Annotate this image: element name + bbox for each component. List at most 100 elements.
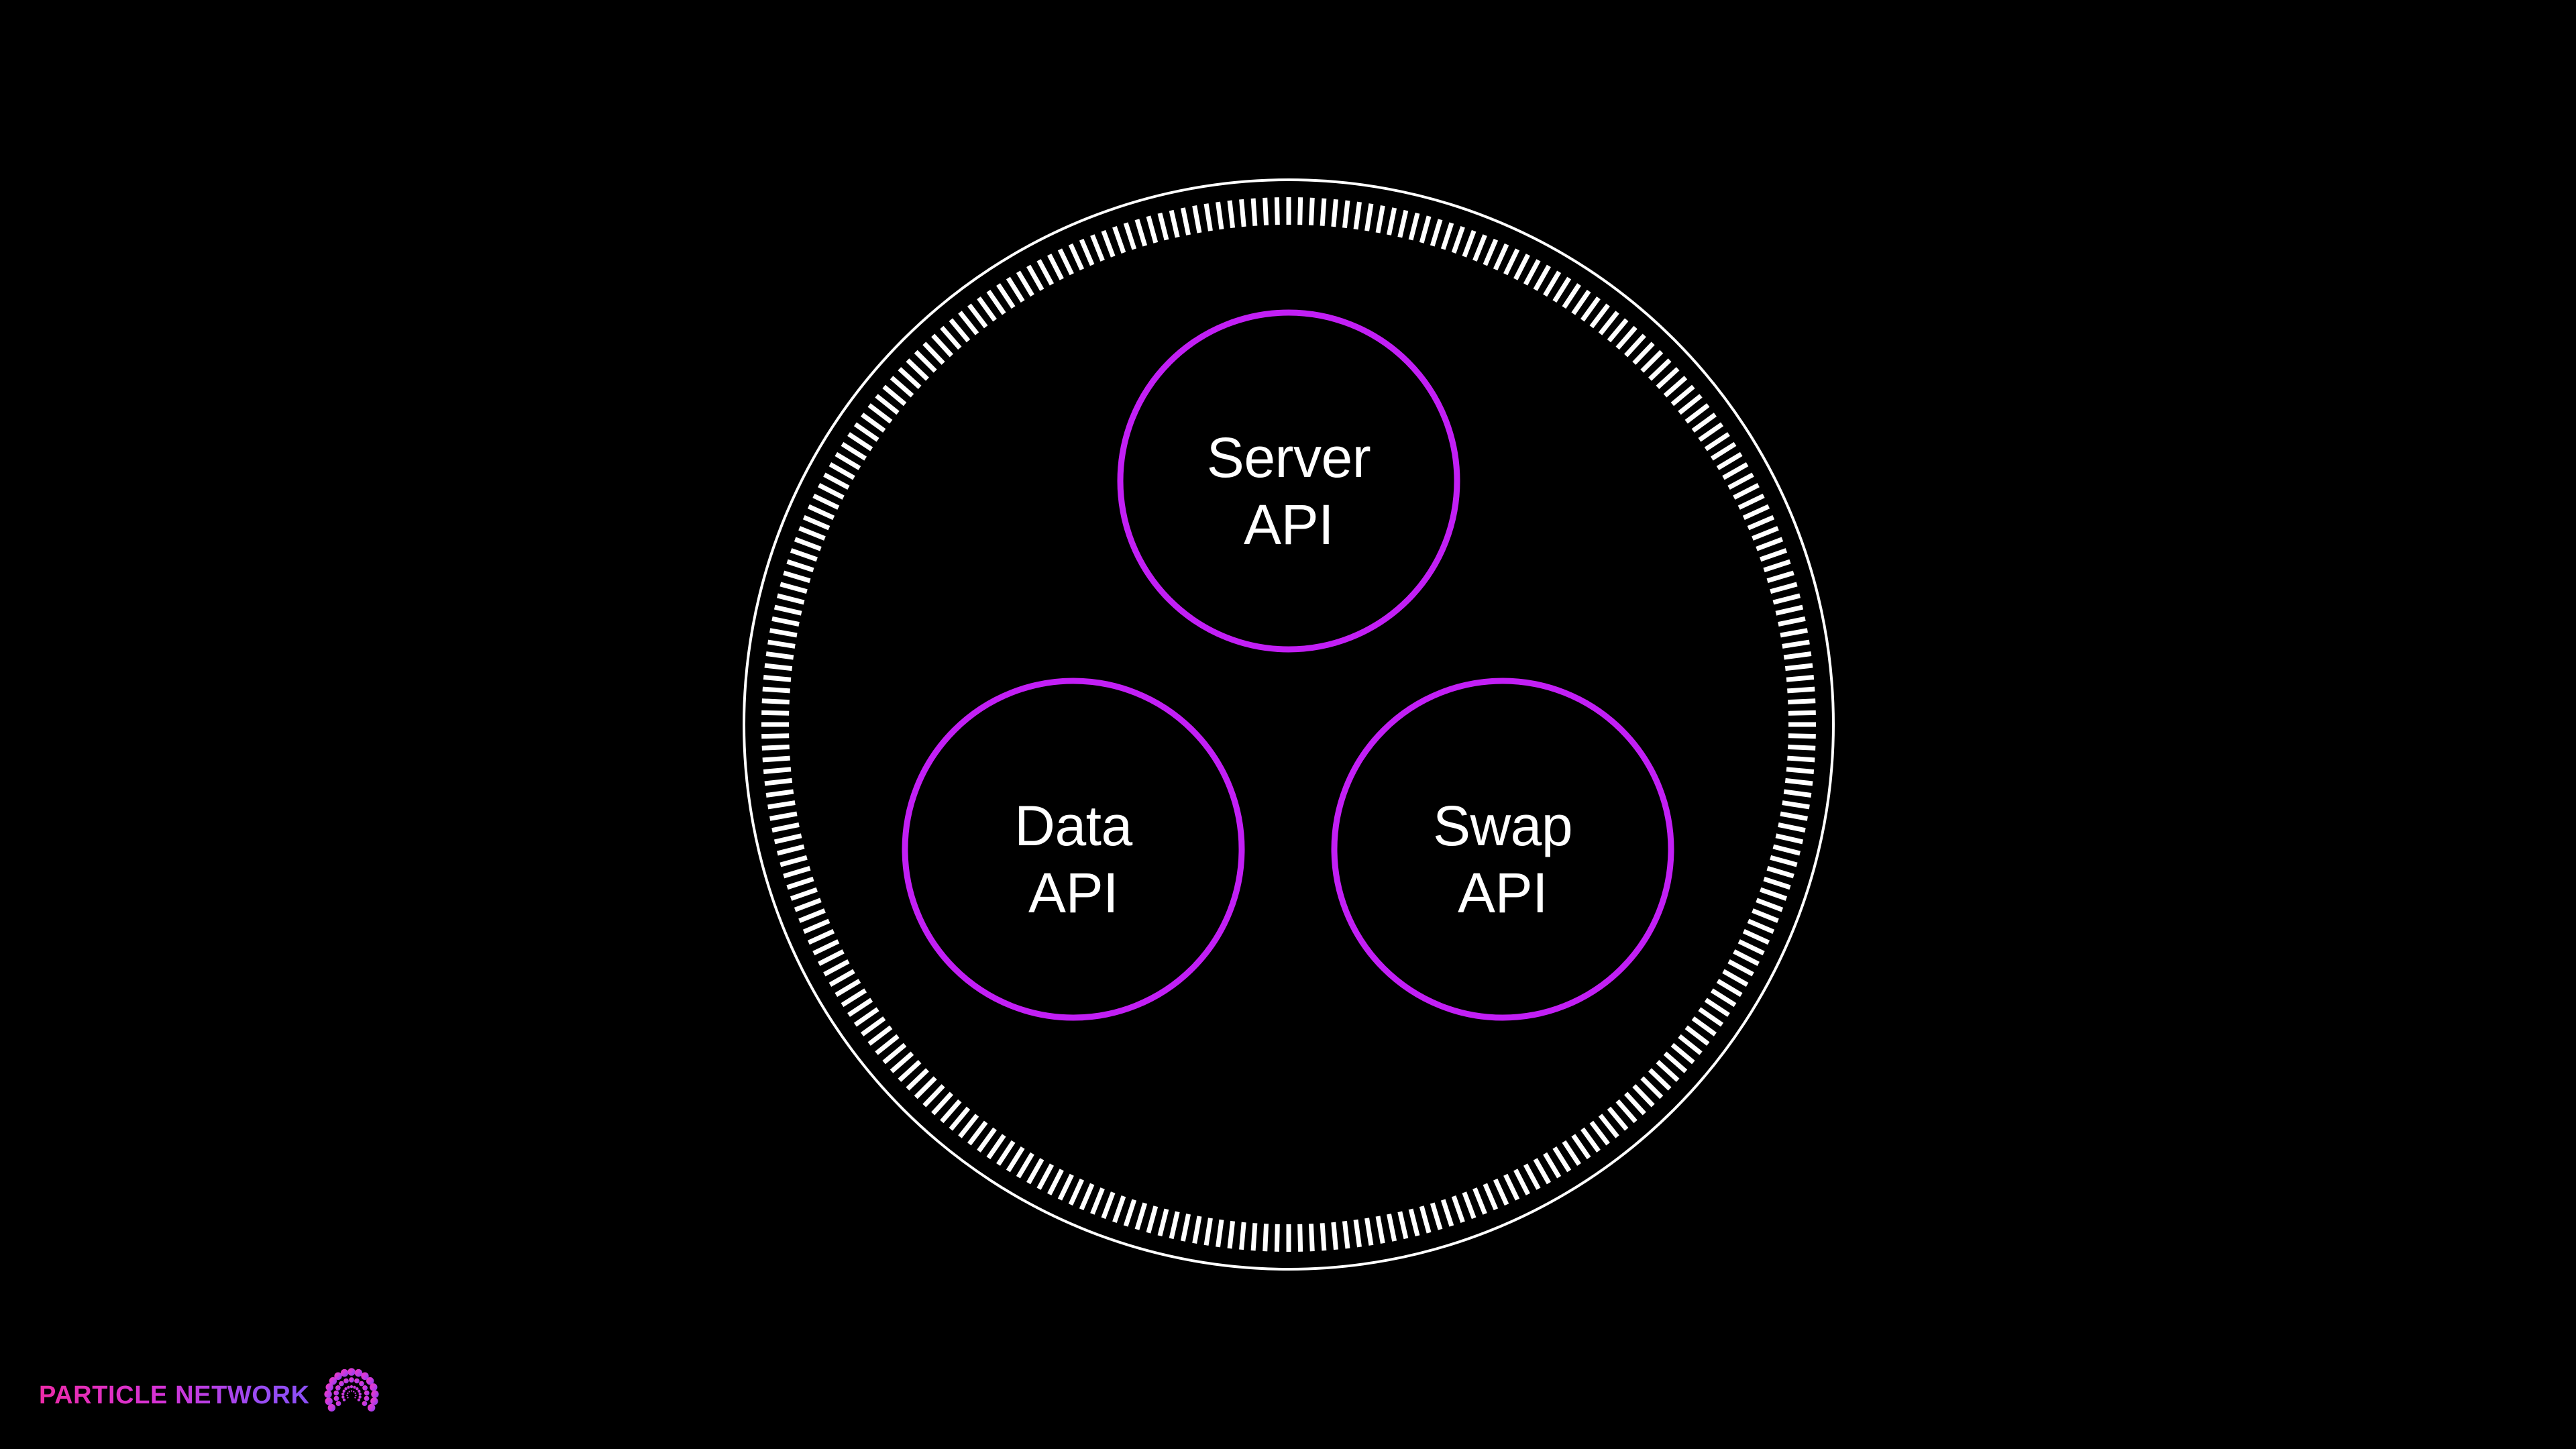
ring-tick [1263, 197, 1269, 225]
ring-tick [1747, 515, 1775, 531]
ring-tick [977, 297, 997, 322]
ring-tick [1286, 1224, 1291, 1252]
ring-tick [1552, 276, 1572, 303]
ring-tick [1543, 270, 1562, 297]
ring-tick [1562, 1140, 1581, 1166]
ring-tick [922, 341, 945, 365]
ring-tick [861, 1016, 886, 1036]
ring-tick [764, 777, 793, 786]
ring-tick [1308, 197, 1315, 225]
ring-tick [1353, 1219, 1362, 1248]
ring-tick [949, 1106, 971, 1131]
ring-tick [780, 855, 808, 867]
ring-tick [949, 318, 971, 343]
ring-tick [1408, 212, 1420, 241]
spiral-dot [333, 1395, 339, 1401]
ring-tick [882, 1042, 907, 1065]
spiral-dot [338, 1381, 344, 1387]
ring-tick [1036, 1163, 1055, 1190]
ring-tick [1239, 199, 1246, 227]
ring-tick [1607, 1106, 1629, 1131]
ring-tick [1169, 1211, 1180, 1240]
spiral-dot [335, 1401, 341, 1407]
ring-tick [761, 744, 790, 751]
ring-tick [773, 604, 802, 616]
ring-tick [853, 422, 879, 442]
ring-tick [1684, 403, 1710, 424]
ring-tick [1146, 215, 1159, 244]
ring-tick [1678, 394, 1703, 415]
ring-tick [1227, 200, 1236, 229]
ring-tick [1760, 548, 1788, 562]
ring-tick [875, 1034, 900, 1055]
ring-tick [1364, 203, 1374, 231]
spiral-dot [354, 1394, 357, 1397]
ring-tick [1462, 1191, 1477, 1220]
ring-tick [1716, 451, 1743, 470]
spiral-dot [358, 1392, 362, 1396]
ring-tick [1763, 876, 1791, 890]
spiral-dot [355, 1387, 359, 1391]
spiral-dot [354, 1397, 356, 1399]
brand-logo: PARTICLE NETWORK [39, 1364, 382, 1426]
ring-tick [1656, 367, 1680, 389]
ring-tick [1788, 744, 1816, 751]
ring-tick [1704, 432, 1730, 451]
ring-tick [1203, 203, 1213, 231]
ring-tick [906, 358, 929, 381]
ring-tick [771, 822, 800, 833]
ring-tick [812, 493, 840, 510]
ring-tick [1331, 1222, 1338, 1250]
ring-tick [1523, 1163, 1541, 1190]
ring-tick [1737, 493, 1765, 510]
ring-tick [1057, 248, 1074, 276]
ring-tick [1342, 200, 1350, 229]
ring-tick [798, 908, 826, 923]
ring-tick [1026, 1158, 1044, 1185]
ring-tick [1375, 205, 1385, 233]
ring-tick [1770, 582, 1798, 594]
ring-tick [1615, 1099, 1638, 1124]
ring-tick [769, 628, 798, 638]
ring-tick [1493, 243, 1509, 271]
spiral-dot [357, 1389, 361, 1393]
ring-tick [1589, 1120, 1610, 1146]
ring-tick [1503, 248, 1520, 276]
ring-tick [1134, 219, 1148, 247]
ring-tick [1766, 570, 1794, 584]
ring-tick [1112, 1195, 1126, 1224]
ring-tick [1227, 1220, 1236, 1249]
server-api-circle[interactable] [1117, 309, 1460, 653]
ring-tick [1274, 1224, 1280, 1252]
data-api-circle[interactable] [902, 678, 1245, 1021]
ring-tick [790, 548, 818, 562]
ring-tick [1146, 1205, 1159, 1234]
spiral-dot [346, 1385, 350, 1389]
ring-tick [1562, 283, 1581, 309]
ring-tick [1772, 593, 1801, 605]
ring-tick [1180, 207, 1191, 235]
ring-tick [1397, 1211, 1409, 1240]
ring-tick [1047, 254, 1064, 280]
ring-tick [798, 526, 826, 541]
ring-tick [828, 969, 855, 987]
ring-tick [1684, 1025, 1710, 1046]
ring-tick [1763, 559, 1791, 573]
ring-tick [1640, 350, 1664, 373]
spiral-dot [367, 1403, 376, 1412]
ring-tick [1472, 1187, 1487, 1215]
ring-tick [931, 1091, 953, 1116]
swap-api-circle[interactable] [1331, 678, 1674, 1021]
spiral-dot [344, 1387, 347, 1391]
ring-tick [867, 403, 893, 424]
ring-tick [802, 515, 830, 531]
ring-tick [818, 949, 845, 966]
ring-tick [1775, 604, 1804, 616]
spiral-dot [362, 1401, 368, 1407]
ring-tick [861, 413, 886, 433]
ring-tick [1786, 675, 1815, 682]
